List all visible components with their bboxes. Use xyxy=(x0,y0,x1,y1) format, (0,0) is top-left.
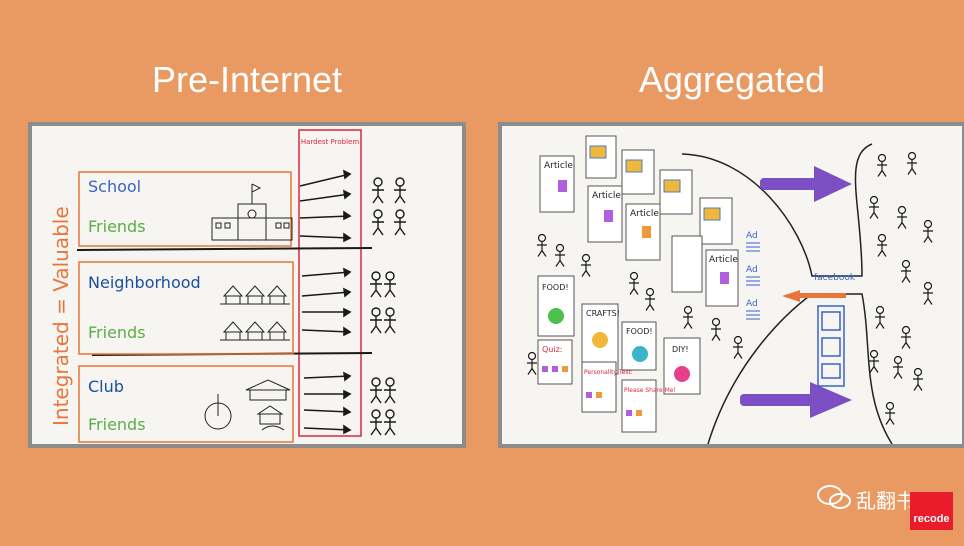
group-friends: Friends xyxy=(88,323,146,342)
connection-arrows xyxy=(299,169,352,435)
personality-label: Personality Test: xyxy=(584,369,633,376)
content-cards xyxy=(537,275,701,433)
crowd-people-icon xyxy=(527,151,933,425)
group-name: School xyxy=(88,177,141,196)
facebook-arrow: facebook xyxy=(782,273,856,302)
title-pre-internet: Pre-Internet xyxy=(151,59,343,100)
crafts-label: CRAFTS! xyxy=(586,309,620,318)
hardest-problem-label: Hardest Problem xyxy=(301,138,359,146)
share-label: Please Share Me! xyxy=(624,387,676,394)
wechat-icon xyxy=(817,485,851,509)
people-icon xyxy=(370,177,406,436)
diy-label: DIY! xyxy=(672,345,689,354)
food-label: FOOD! xyxy=(542,283,569,292)
ad-label: Ad xyxy=(746,265,758,275)
funnel-bottom-curve xyxy=(707,293,893,444)
quiz-label: Quiz: xyxy=(542,345,562,354)
title-aggregated: Aggregated xyxy=(638,59,826,100)
hardest-problem-column xyxy=(298,129,362,437)
facebook-label: facebook xyxy=(814,273,856,283)
pre-internet-diagram: Integrated = Valuable Hardest Problem Sc… xyxy=(49,129,406,443)
facebook-feed-icon xyxy=(817,305,845,387)
article-label: Article xyxy=(544,161,573,171)
watermark-text: 乱翻书 xyxy=(856,489,916,513)
ad-label: Ad xyxy=(746,299,758,309)
article-label: Article xyxy=(592,191,621,201)
article-label: Article xyxy=(709,255,738,265)
group-club: Club Friends xyxy=(78,365,294,443)
group-name: Neighborhood xyxy=(88,273,201,292)
club-icon xyxy=(204,379,291,431)
ad-label: Ad xyxy=(746,231,758,241)
group-friends: Friends xyxy=(88,217,146,236)
pre-internet-board: Integrated = Valuable Hardest Problem Sc… xyxy=(28,122,466,448)
food-label: FOOD! xyxy=(626,327,653,336)
purple-arrows xyxy=(740,166,852,418)
group-neighborhood: Neighborhood Friends xyxy=(78,261,294,355)
group-school: School Friends xyxy=(78,171,293,247)
funnel-top-curve xyxy=(681,143,873,277)
aggregated-diagram: facebook Ad Ad Ad Art xyxy=(527,135,933,444)
aggregated-board: facebook Ad Ad Ad Art xyxy=(498,122,964,448)
school-building-icon xyxy=(211,183,293,241)
group-friends: Friends xyxy=(88,415,146,434)
article-label: Article xyxy=(630,209,659,219)
recode-badge: recode xyxy=(910,492,953,530)
ads-column: Ad Ad Ad xyxy=(746,231,760,320)
group-name: Club xyxy=(88,377,124,396)
integrated-valuable-label: Integrated = Valuable xyxy=(49,206,73,426)
divider xyxy=(76,247,373,251)
craft-food-images xyxy=(542,308,690,416)
wechat-watermark: 乱翻书 xyxy=(816,483,916,513)
houses-icon xyxy=(220,285,290,341)
photo-thumbnails xyxy=(589,145,721,221)
